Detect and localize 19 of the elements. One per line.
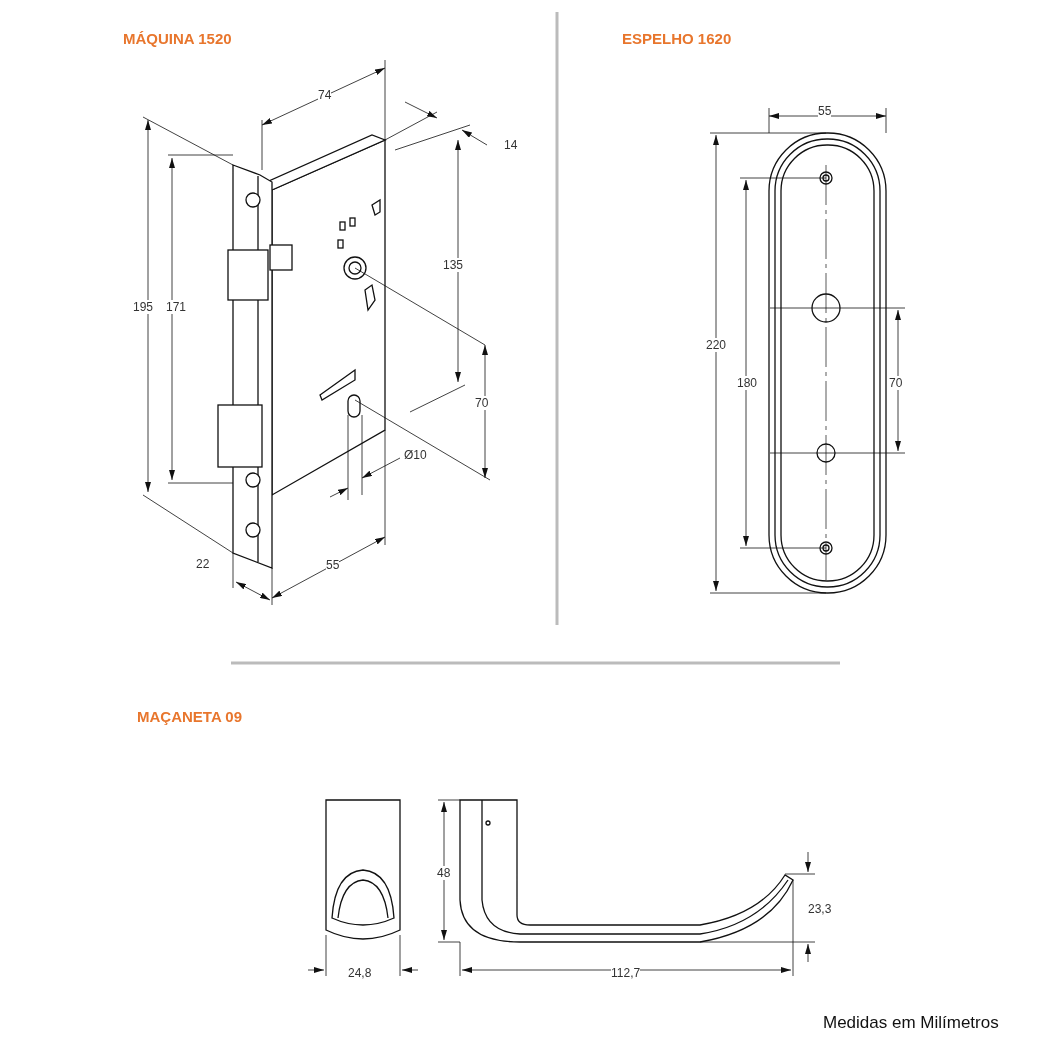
dimension-label: 220 <box>706 338 727 352</box>
dimension-label: 14 <box>504 138 518 152</box>
dimension-label: 112,7 <box>611 966 641 980</box>
dimension-label: 55 <box>818 104 832 118</box>
section-heading: MÁQUINA 1520 <box>123 30 232 48</box>
dimension-label: 195 <box>133 300 154 314</box>
dimension-label: Ø10 <box>404 448 427 462</box>
dimension-label: 23,3 <box>808 902 832 916</box>
dimension-label: 70 <box>475 396 489 410</box>
caption: Medidas em Milímetros <box>823 1013 999 1033</box>
dimension-label: 70 <box>889 376 903 390</box>
dimension-label: 74 <box>318 88 332 102</box>
dimension-label: 180 <box>737 376 758 390</box>
dimension-label: 48 <box>437 866 451 880</box>
dimension-label: 24,8 <box>348 966 372 980</box>
dimension-label: 22 <box>196 557 210 571</box>
dimension-label: 55 <box>326 558 340 572</box>
dimension-label: 171 <box>166 300 187 314</box>
dimension-label: 135 <box>443 258 464 272</box>
